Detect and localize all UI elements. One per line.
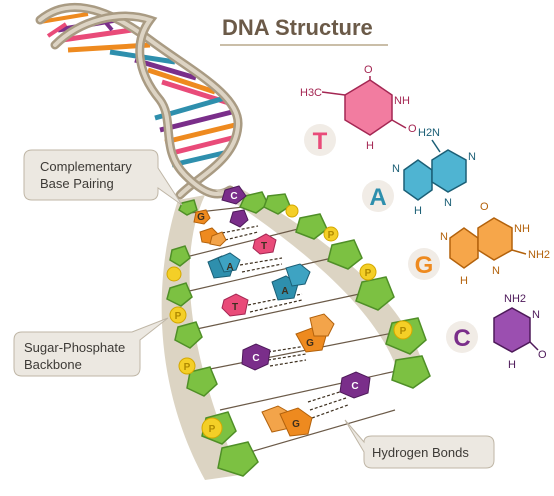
cytosine-group-3: O <box>538 349 547 361</box>
adenine-group-4: N <box>392 163 400 175</box>
sugar-pentagon <box>238 191 269 214</box>
thymine-group-2: O <box>364 64 373 76</box>
base-label-t-left: T <box>232 302 238 313</box>
cytosine-group-1: NH2 <box>504 293 526 305</box>
base-label-g-bottom: G <box>292 419 300 430</box>
callout-backbone-line2: Backbone <box>24 357 82 372</box>
base-label-c-left: C <box>252 353 259 364</box>
page-title: DNA Structure <box>222 15 373 40</box>
base-shape-t-left <box>221 293 249 317</box>
base-shape-g <box>193 209 211 225</box>
guanine-group-5: N <box>440 231 448 243</box>
callout-hydrogen-bonds: Hydrogen Bonds <box>344 419 495 469</box>
callout-base-pairing-line1: Complementary <box>40 159 132 174</box>
guanine-letter: G <box>415 252 434 279</box>
phosphate-group: P <box>169 306 187 324</box>
phosphate-group: P <box>323 226 339 242</box>
callout-backbone-line1: Sugar-Phosphate <box>24 340 125 355</box>
thymine-group-5: H <box>366 140 374 152</box>
base-label-c-right: C <box>351 381 358 392</box>
sugar-pentagon <box>217 441 259 477</box>
callout-base-pairing-line2: Base Pairing <box>40 176 114 191</box>
base-label-a-right: A <box>281 286 288 297</box>
guanine-ring-5 <box>449 227 479 269</box>
thymine-group-3: NH <box>394 95 410 107</box>
base-label-a: A <box>226 262 233 273</box>
thymine-group-4: O <box>408 123 417 135</box>
sugar-pentagon <box>174 321 203 349</box>
base-shape-c-left <box>241 343 271 371</box>
adenine-group-3: N <box>444 197 452 209</box>
guanine-group-3: N <box>492 265 500 277</box>
phosphate-label: P <box>328 230 335 241</box>
legend-thymine: T H3C O NH O H <box>300 64 417 156</box>
cytosine-ring <box>493 307 531 353</box>
guanine-badge <box>408 248 440 280</box>
thymine-letter: T <box>313 128 328 155</box>
sugar-pentagon <box>178 199 198 216</box>
thymine-badge <box>304 124 336 156</box>
base-label-c: C <box>230 191 237 202</box>
guanine-ring-6 <box>477 217 513 261</box>
base-shape-c-right <box>339 371 371 399</box>
cytosine-letter: C <box>453 325 470 352</box>
thymine-ring <box>344 79 393 136</box>
sugar-pentagon <box>295 213 328 240</box>
base-label-t: T <box>261 241 267 252</box>
adenine-ring-5 <box>403 159 433 201</box>
phosphate-label: P <box>184 362 191 373</box>
phosphate-group <box>166 266 182 282</box>
phosphate-label: P <box>400 326 407 337</box>
phosphate-group <box>285 204 299 218</box>
legend-adenine: A H2N N N N H <box>362 127 476 217</box>
callout-backbone: Sugar-Phosphate Backbone <box>13 317 169 377</box>
thymine-group-1: H3C <box>300 87 322 99</box>
sugar-pentagon <box>327 239 363 270</box>
cytosine-group-2: N <box>532 309 540 321</box>
cytosine-group-4: H <box>508 359 516 371</box>
phosphate-label: P <box>175 311 182 322</box>
left-backbone-strip <box>161 195 240 480</box>
sugar-pentagon <box>166 282 193 307</box>
sugar-pentagon <box>169 245 191 267</box>
sugar-pentagon <box>391 355 431 389</box>
base-shape-t <box>252 233 277 255</box>
legend-guanine: G O NH N NH2 N H <box>408 201 550 287</box>
adenine-ring-6 <box>431 149 467 193</box>
base-legend: T H3C O NH O H A H2N N N N H G <box>300 64 550 371</box>
phosphate-group: P <box>359 263 377 281</box>
callout-base-pairing: Complementary Base Pairing <box>23 149 183 206</box>
guanine-group-6: H <box>460 275 468 287</box>
hydrogen-bond-lines <box>221 225 349 419</box>
base-shape-c <box>221 185 247 205</box>
cytosine-badge <box>446 321 478 353</box>
callout-hydrogen-bonds-text: Hydrogen Bonds <box>372 445 469 460</box>
base-label-g: G <box>197 212 205 223</box>
phosphate-label: P <box>209 424 216 435</box>
base-shape-c-small <box>229 209 249 228</box>
phosphate-group: P <box>201 417 223 439</box>
guanine-group-1: O <box>480 201 489 213</box>
guanine-group-4: NH2 <box>528 249 550 261</box>
guanine-group-2: NH <box>514 223 530 235</box>
base-label-g-right: G <box>306 338 314 349</box>
upper-helix <box>35 2 243 200</box>
legend-cytosine: C NH2 N O H <box>446 293 547 371</box>
sugar-pentagon <box>186 366 218 397</box>
sugar-pentagon <box>263 193 291 215</box>
adenine-group-2: N <box>468 151 476 163</box>
adenine-badge <box>362 180 394 212</box>
adenine-group-1: H2N <box>418 127 440 139</box>
phosphate-group: P <box>178 357 196 375</box>
phosphate-groups: P P P P P P <box>166 204 413 439</box>
phosphate-label: P <box>365 268 372 279</box>
sugar-pentagon <box>355 276 395 311</box>
ladder-bases: G C T A A T C G C G <box>193 185 371 437</box>
adenine-group-5: H <box>414 205 422 217</box>
adenine-letter: A <box>369 184 386 211</box>
phosphate-group: P <box>393 320 413 340</box>
